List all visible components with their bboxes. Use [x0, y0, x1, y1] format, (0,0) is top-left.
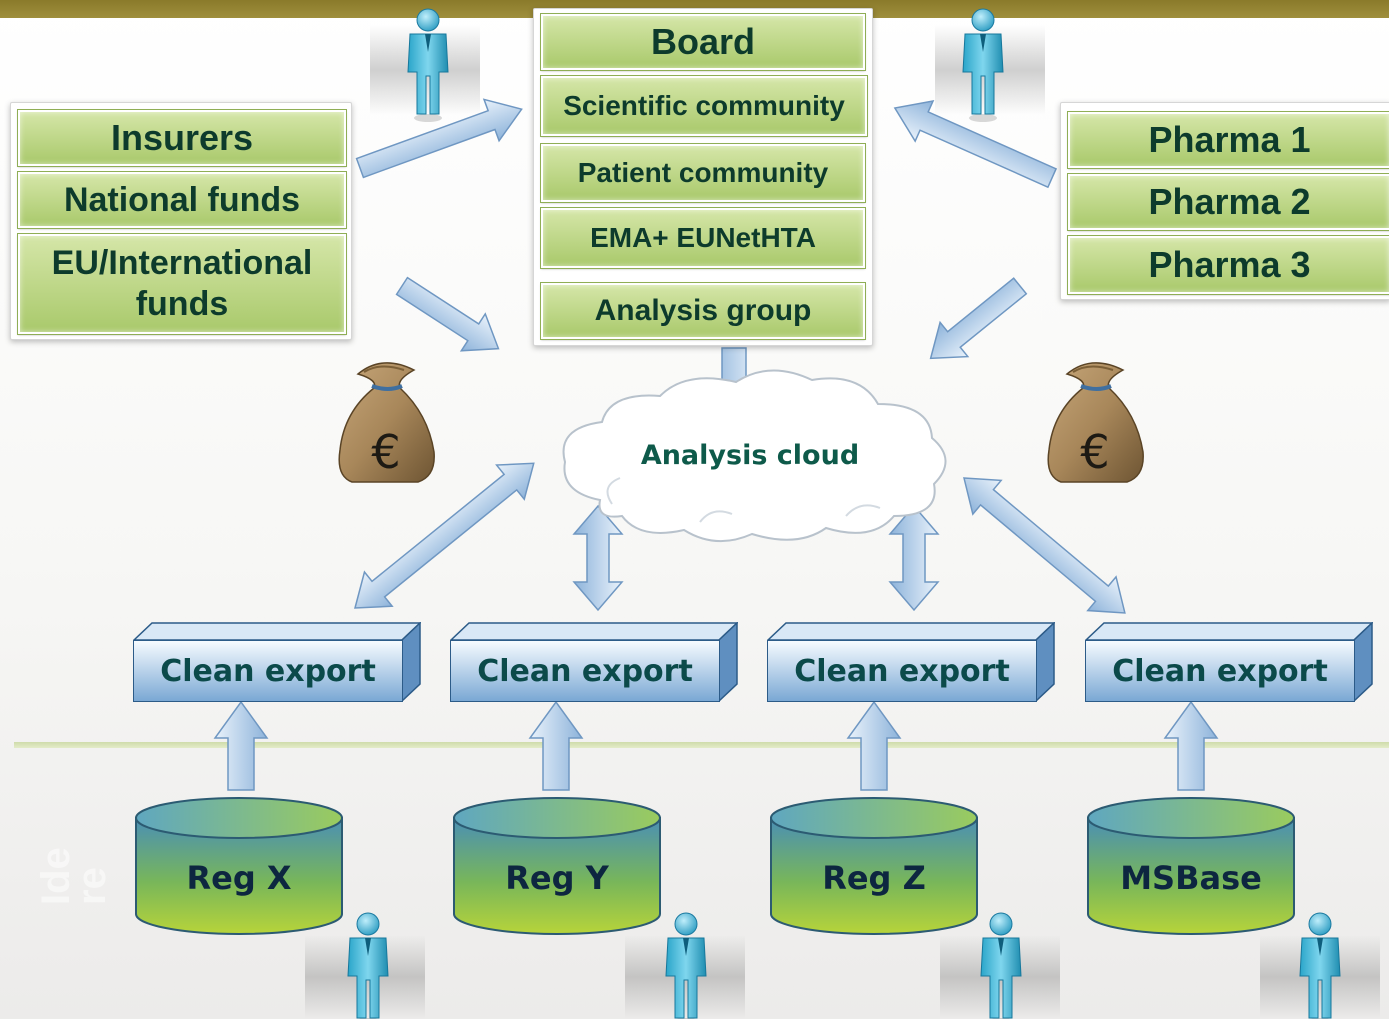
arrow-reg-x-up	[213, 700, 269, 791]
arrow-reg-z-up	[846, 700, 902, 791]
national-funds-box: National funds	[17, 171, 347, 229]
analysis-cloud-label: Analysis cloud	[640, 440, 860, 471]
registry-label: Reg Y	[505, 859, 609, 897]
arrow-funders-to-cloud	[395, 276, 500, 352]
registry-cylinder: MSBase	[1086, 796, 1296, 936]
arrow-msbase-up	[1163, 700, 1219, 791]
partial-rotated-text: Ide re	[34, 847, 114, 905]
eu-international-funds-box: EU/International funds	[17, 233, 347, 335]
registry-cylinder: Reg Z	[769, 796, 979, 936]
clean-export-label: Clean export	[1085, 640, 1355, 702]
insurers-box: Insurers	[17, 109, 347, 167]
arrow-pharma-to-cloud	[929, 277, 1028, 360]
clean-export-box: Clean export	[1085, 622, 1373, 702]
clean-export-label: Clean export	[133, 640, 403, 702]
scientific-community-box: Scientific community	[540, 75, 868, 137]
arrow-cloud-export-2	[572, 504, 624, 612]
database-icon	[1087, 797, 1295, 935]
registry-label: Reg Z	[822, 859, 926, 897]
database-icon	[135, 797, 343, 935]
board-box: Board	[540, 13, 866, 71]
svg-text:€: €	[1080, 425, 1109, 479]
pharma-2-box: Pharma 2	[1067, 173, 1389, 231]
arrow-cloud-export-1	[354, 462, 535, 609]
svg-text:€: €	[371, 425, 400, 479]
registry-label: MSBase	[1120, 859, 1262, 897]
registry-label: Reg X	[186, 859, 292, 897]
money-bag-euro-icon: €	[337, 360, 437, 484]
registry-cylinder: Reg Y	[452, 796, 662, 936]
analysis-group-box: Analysis group	[540, 282, 866, 340]
pharma-3-box: Pharma 3	[1067, 235, 1389, 295]
box-depth	[450, 622, 738, 702]
arrow-funders-to-board	[355, 98, 523, 179]
clean-export-box: Clean export	[767, 622, 1055, 702]
arrow-cloud-export-3	[888, 504, 940, 612]
ema-eunethta-box: EMA+ EUNetHTA	[540, 207, 866, 269]
pharma-1-box: Pharma 1	[1067, 111, 1389, 169]
clean-export-box: Clean export	[133, 622, 421, 702]
arrow-cloud-export-4	[963, 477, 1126, 614]
clean-export-label: Clean export	[767, 640, 1037, 702]
divider-line	[14, 742, 1389, 748]
database-icon	[770, 797, 978, 935]
database-icon	[453, 797, 661, 935]
box-depth	[1085, 622, 1373, 702]
arrow-reg-y-up	[528, 700, 584, 791]
registry-cylinder: Reg X	[134, 796, 344, 936]
clean-export-box: Clean export	[450, 622, 738, 702]
clean-export-label: Clean export	[450, 640, 720, 702]
cloud-icon	[562, 369, 947, 543]
money-bag-euro-icon: €	[1046, 360, 1146, 484]
arrow-pharma-to-board	[893, 99, 1058, 189]
patient-community-box: Patient community	[540, 143, 866, 203]
